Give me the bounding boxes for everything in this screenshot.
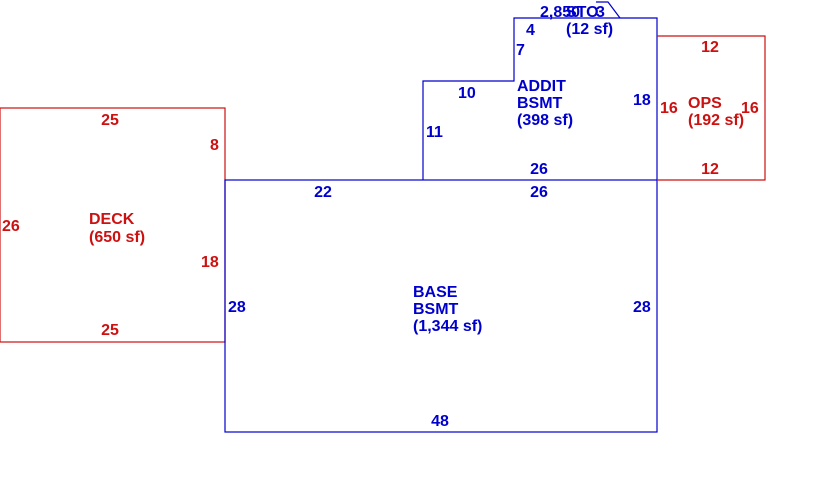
base-dim-bottom: 48 [431, 413, 449, 430]
deck-name: DECK [89, 211, 135, 228]
addit-dim-step-horizontal: 10 [458, 85, 476, 102]
ops-name: OPS [688, 95, 722, 112]
base-dim-right: 28 [633, 299, 651, 316]
addit-name-line1: ADDIT [517, 78, 566, 95]
base-bsmt-outline [224, 179, 658, 433]
addit-bsmt-outline [422, 17, 658, 180]
overlap-text-4: 3 [596, 4, 605, 21]
base-name-line1: BASE [413, 284, 458, 301]
ops-area: (192 sf) [688, 112, 744, 129]
sto-marker [596, 1, 621, 19]
deck-dim-left: 26 [2, 218, 20, 235]
deck-area: (650 sf) [89, 229, 145, 246]
addit-dim-step-vertical: 7 [516, 42, 525, 59]
deck-dim-top: 25 [101, 112, 119, 129]
base-area: (1,344 sf) [413, 318, 482, 335]
base-dim-left: 28 [228, 299, 246, 316]
addit-dim-top: 4 [526, 22, 535, 39]
ops-dim-top: 12 [701, 39, 719, 56]
ops-dim-bottom: 12 [701, 161, 719, 178]
overlap-text-3: (12 sf) [566, 21, 613, 38]
addit-dim-left: 11 [426, 124, 443, 141]
overlap-text-2: STO [566, 4, 599, 21]
deck-dim-right-upper: 8 [210, 137, 219, 154]
ops-dim-left: 16 [660, 100, 678, 117]
addit-dim-bottom-inner: 26 [530, 161, 548, 178]
base-dim-top: 22 [314, 184, 332, 201]
ops-outline [657, 35, 766, 181]
addit-area: (398 sf) [517, 112, 573, 129]
overlap-text-1: 2,850 [540, 4, 580, 21]
addit-dim-right: 18 [633, 92, 651, 109]
deck-dim-bottom: 25 [101, 322, 119, 339]
addit-dim-bottom-outer: 26 [530, 184, 548, 201]
addit-name-line2: BSMT [517, 95, 563, 112]
deck-dim-right-lower: 18 [201, 254, 219, 271]
ops-dim-right: 16 [741, 100, 759, 117]
base-name-line2: BSMT [413, 301, 459, 318]
